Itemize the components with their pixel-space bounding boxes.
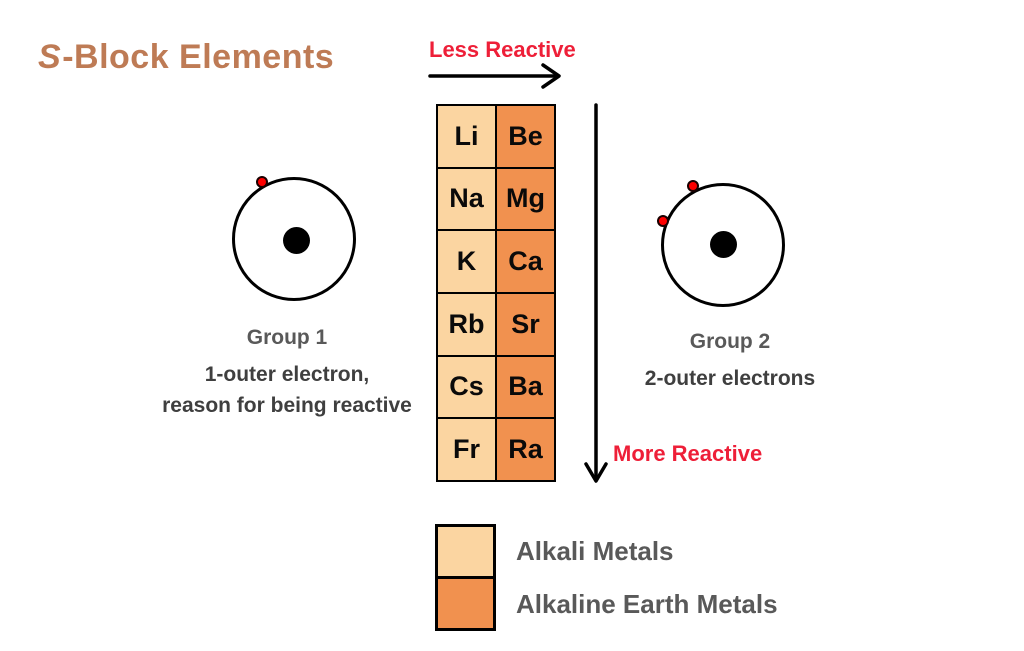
element-cell-Ca: Ca (497, 231, 554, 292)
element-cell-Li: Li (438, 106, 495, 167)
element-cell-Sr: Sr (497, 294, 554, 355)
group2-detail-line1: 2-outer electrons (644, 367, 816, 390)
alkaline-earth-color-swatch (438, 579, 493, 628)
element-cell-Ba: Ba (497, 356, 554, 418)
element-cell-Cs: Cs (438, 356, 495, 418)
more-reactive-arrow-icon (584, 103, 608, 483)
more-reactive-label: More Reactive (613, 441, 763, 466)
alkali-metals-label: Alkali Metals (516, 536, 674, 566)
group1-detail-line2: reason for being reactive (162, 394, 412, 417)
group2-name: Group 2 (689, 330, 771, 353)
element-cell-K: K (438, 231, 495, 292)
element-cell-Be: Be (497, 106, 554, 167)
alkaline-earth-metals-label: Alkaline Earth Metals (516, 589, 778, 619)
less-reactive-arrow-icon (428, 63, 561, 89)
group1-detail-line1: 1-outer electron, (204, 363, 370, 386)
element-table: Li Be Na Mg K Ca Rb Sr Cs Ba Fr Ra (436, 104, 556, 482)
legend-swatches (435, 524, 496, 631)
group1-name: Group 1 (246, 326, 328, 349)
less-reactive-label: Less Reactive (429, 37, 576, 62)
group1-caption: Group 1 1-outer electron, reason for bei… (87, 326, 487, 421)
group2-electron-dot-2 (657, 215, 669, 227)
group1-electron-dot (256, 176, 268, 188)
page-title: S-Block Elements (38, 38, 334, 77)
element-cell-Fr: Fr (438, 419, 495, 480)
element-cell-Mg: Mg (497, 168, 554, 230)
title-rest: -Block Elements (62, 38, 335, 76)
element-cell-Ra: Ra (497, 419, 554, 480)
element-cell-Rb: Rb (438, 294, 495, 355)
group2-nucleus-dot (710, 231, 737, 258)
alkali-color-swatch (438, 527, 493, 576)
group1-nucleus-dot (283, 227, 310, 254)
title-s-letter: S (38, 38, 62, 76)
group2-caption: Group 2 2-outer electrons (530, 330, 930, 394)
group2-electron-dot-1 (687, 180, 699, 192)
element-cell-Na: Na (438, 168, 495, 230)
